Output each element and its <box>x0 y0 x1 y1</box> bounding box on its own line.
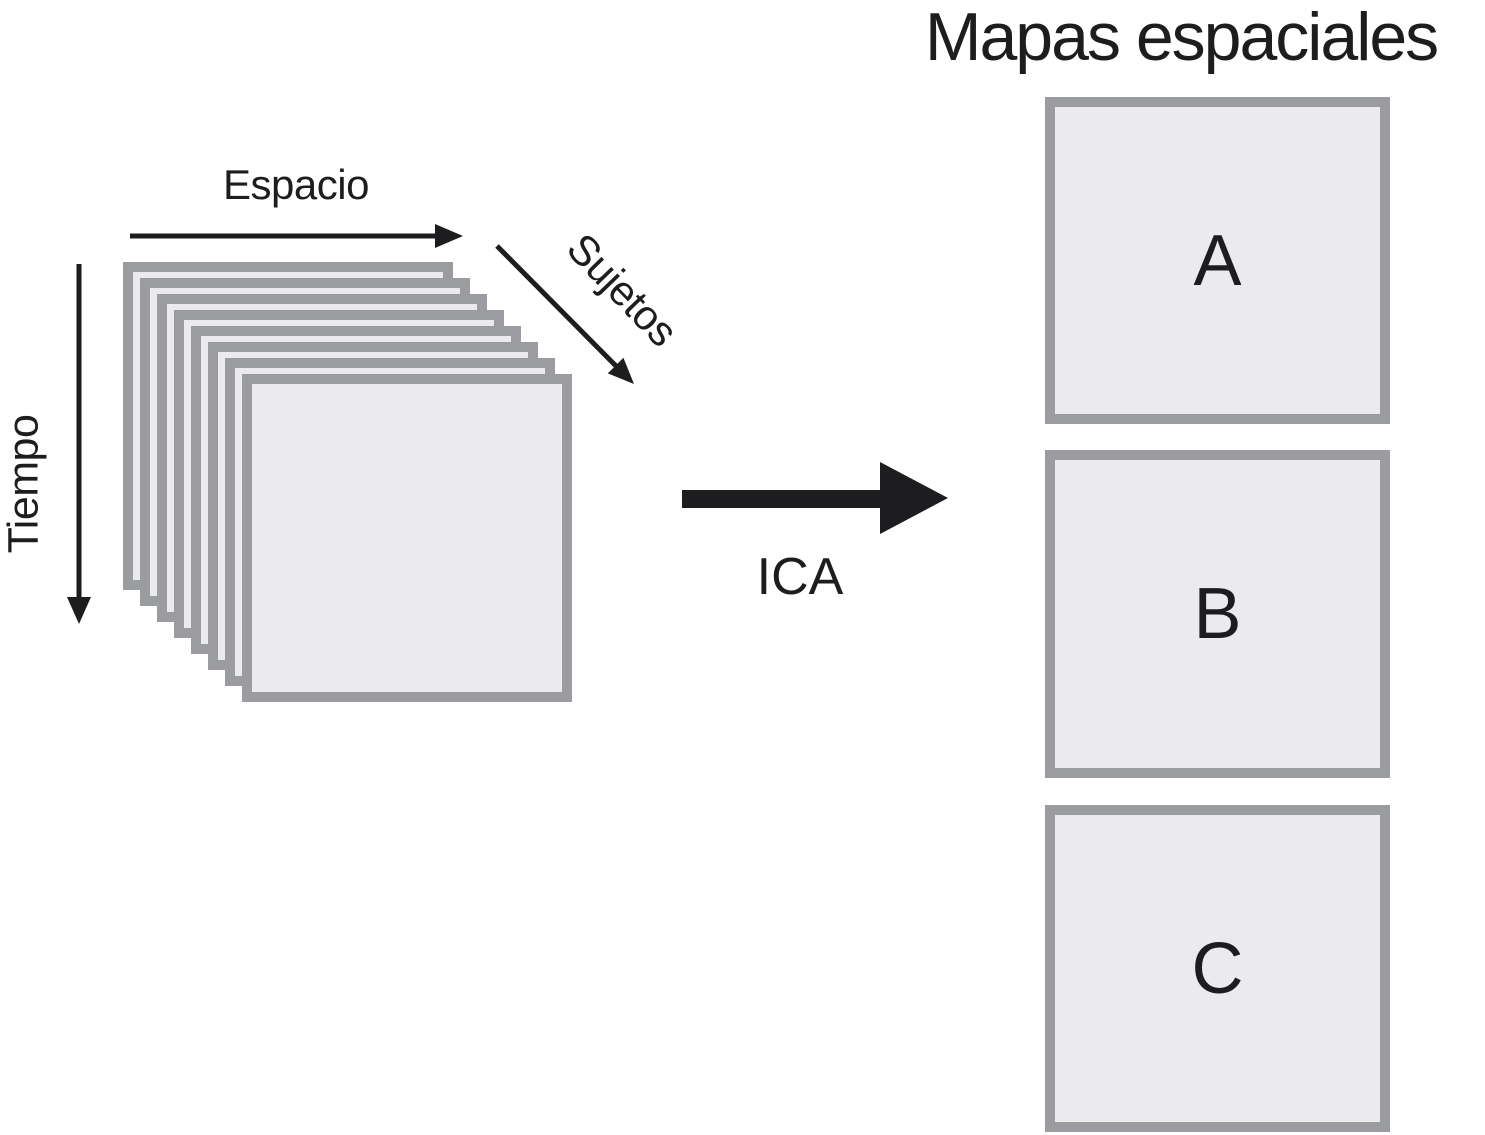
ica-arrow <box>682 462 948 534</box>
spatial-map-b-label: B <box>1193 574 1242 654</box>
spatial-map-a: A <box>1045 97 1390 424</box>
spatial-map-c: C <box>1045 805 1390 1132</box>
volume-slice <box>242 374 572 702</box>
sujetos-axis-label: Sujetos <box>558 224 687 356</box>
spatial-map-a-label: A <box>1193 220 1242 301</box>
tiempo-axis-label: Tiempo <box>0 414 48 554</box>
page-title: Mapas espaciales <box>924 0 1439 75</box>
ica-label: ICA <box>756 548 844 606</box>
spatial-map-c-label: C <box>1191 928 1244 1009</box>
espacio-axis-label: Espacio <box>223 161 369 208</box>
volume-stack <box>123 262 573 703</box>
spatial-map-b: B <box>1045 450 1390 778</box>
espacio-axis-arrow <box>130 224 463 248</box>
tiempo-axis-arrow <box>67 264 91 624</box>
